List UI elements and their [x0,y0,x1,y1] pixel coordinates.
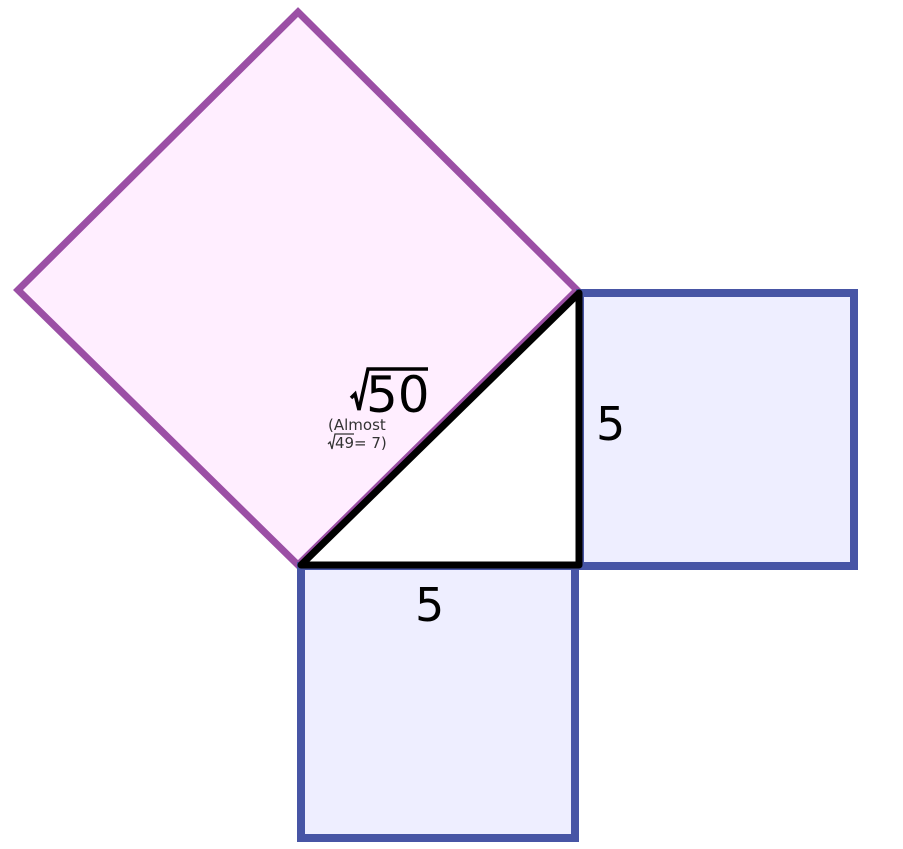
bottom-side-label: 5 [415,578,444,632]
hypotenuse-label: 50 [366,366,430,424]
approximation-note-radicand: 49 [335,434,354,452]
right-triangle [297,289,583,569]
approximation-note-rest: = 7) [354,434,387,452]
approximation-note-line1: (Almost [328,416,386,434]
small-radical-sign [327,433,354,450]
radical-sign [349,367,428,411]
right-side-label: 5 [596,397,625,451]
